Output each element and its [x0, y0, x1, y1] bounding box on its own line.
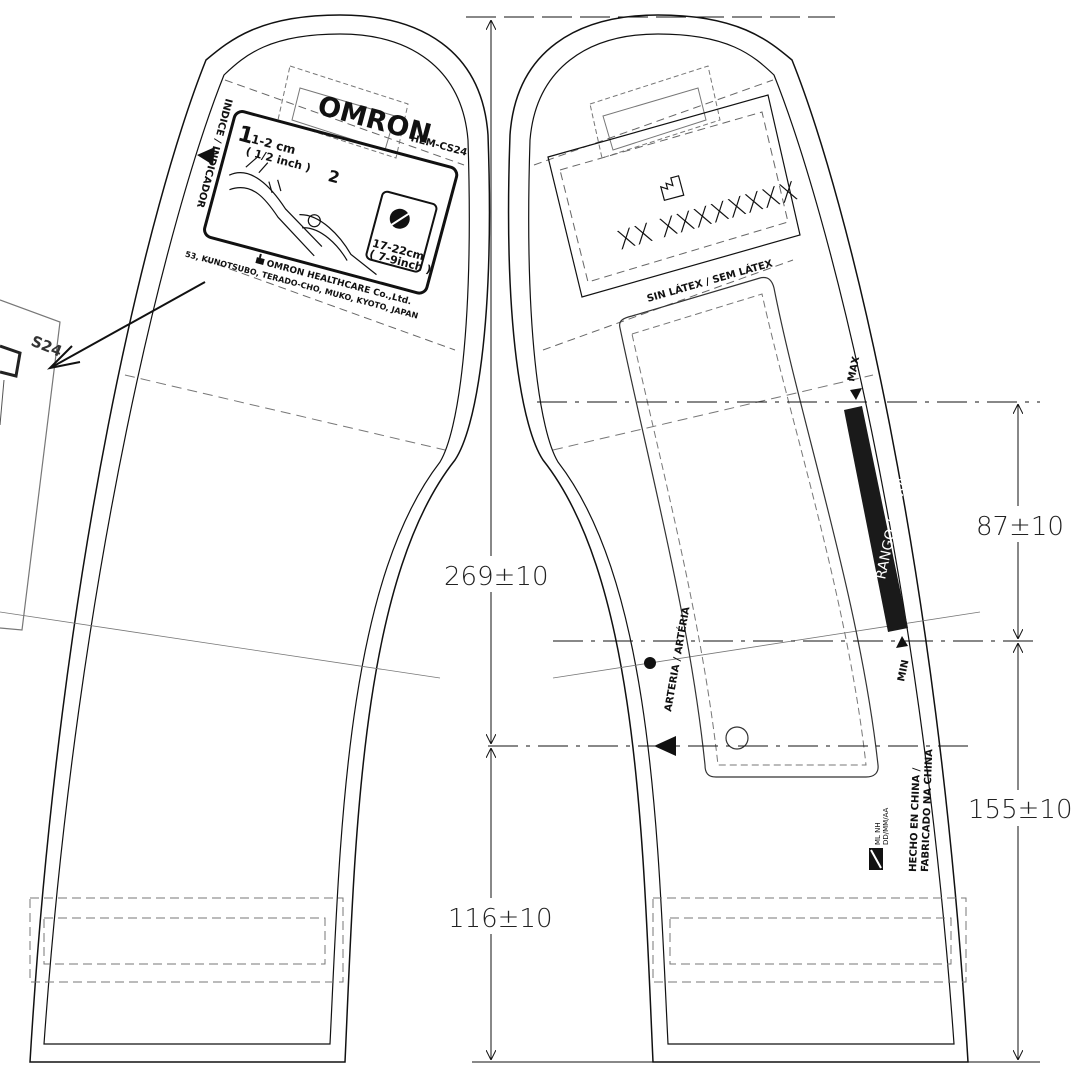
min-arrow-icon — [896, 636, 908, 648]
dim-right-lower: 155±10 — [968, 795, 1071, 825]
date-code: XX XXXXXXXX — [614, 177, 801, 257]
latex-note: SIN LÁTEX / SEM LÁTEX — [645, 256, 774, 304]
range-bar — [844, 406, 908, 632]
triangle-icon — [197, 147, 215, 165]
max-arrow-icon — [850, 388, 862, 400]
tube-hole — [725, 726, 749, 750]
manufacture-date-icon — [659, 175, 685, 202]
artery-marker: ARTERIA / ARTÉRIA — [644, 605, 692, 756]
model-number: HEM-CS24 — [409, 133, 468, 159]
arm-measure-icon — [386, 208, 413, 229]
made-in-line-2: FABRICADO NA CHINA — [920, 749, 935, 873]
max-label: MAX — [846, 355, 862, 382]
date-code-icon — [869, 848, 883, 870]
artery-label: ARTERIA / ARTÉRIA — [661, 605, 692, 712]
step2-number: 2 — [326, 166, 342, 187]
dim-overall: 269±10 — [444, 562, 549, 592]
detail-callout-arrow — [46, 281, 206, 370]
made-in-line-1: HECHO EN CHINA / — [908, 767, 923, 872]
dimension-labels: 269±10 116±10 87±10 155±10 — [440, 506, 1071, 934]
arm-illustration — [228, 157, 377, 276]
range-indicator: RANGO / FAIXA MAX MIN — [844, 355, 912, 683]
date-format-1: ML NH — [874, 822, 882, 845]
detail-model-fragment: S24 — [29, 332, 65, 361]
left-cuff — [0, 14, 491, 1063]
dim-range: 87±10 — [976, 512, 1064, 542]
artery-dot-icon — [644, 657, 656, 669]
instruction-box — [203, 110, 459, 295]
dim-lower: 116±10 — [448, 904, 553, 934]
detail-view-fragment: S24 — [0, 299, 65, 631]
min-label: MIN — [896, 659, 911, 683]
right-cuff — [507, 14, 981, 1063]
step1-number: 1 — [235, 122, 256, 150]
date-format-2: DD/MM/AA — [882, 807, 890, 845]
factory-icon — [255, 253, 265, 265]
origin-info: ML NH DD/MM/AA HECHO EN CHINA / FABRICAD… — [869, 749, 935, 873]
